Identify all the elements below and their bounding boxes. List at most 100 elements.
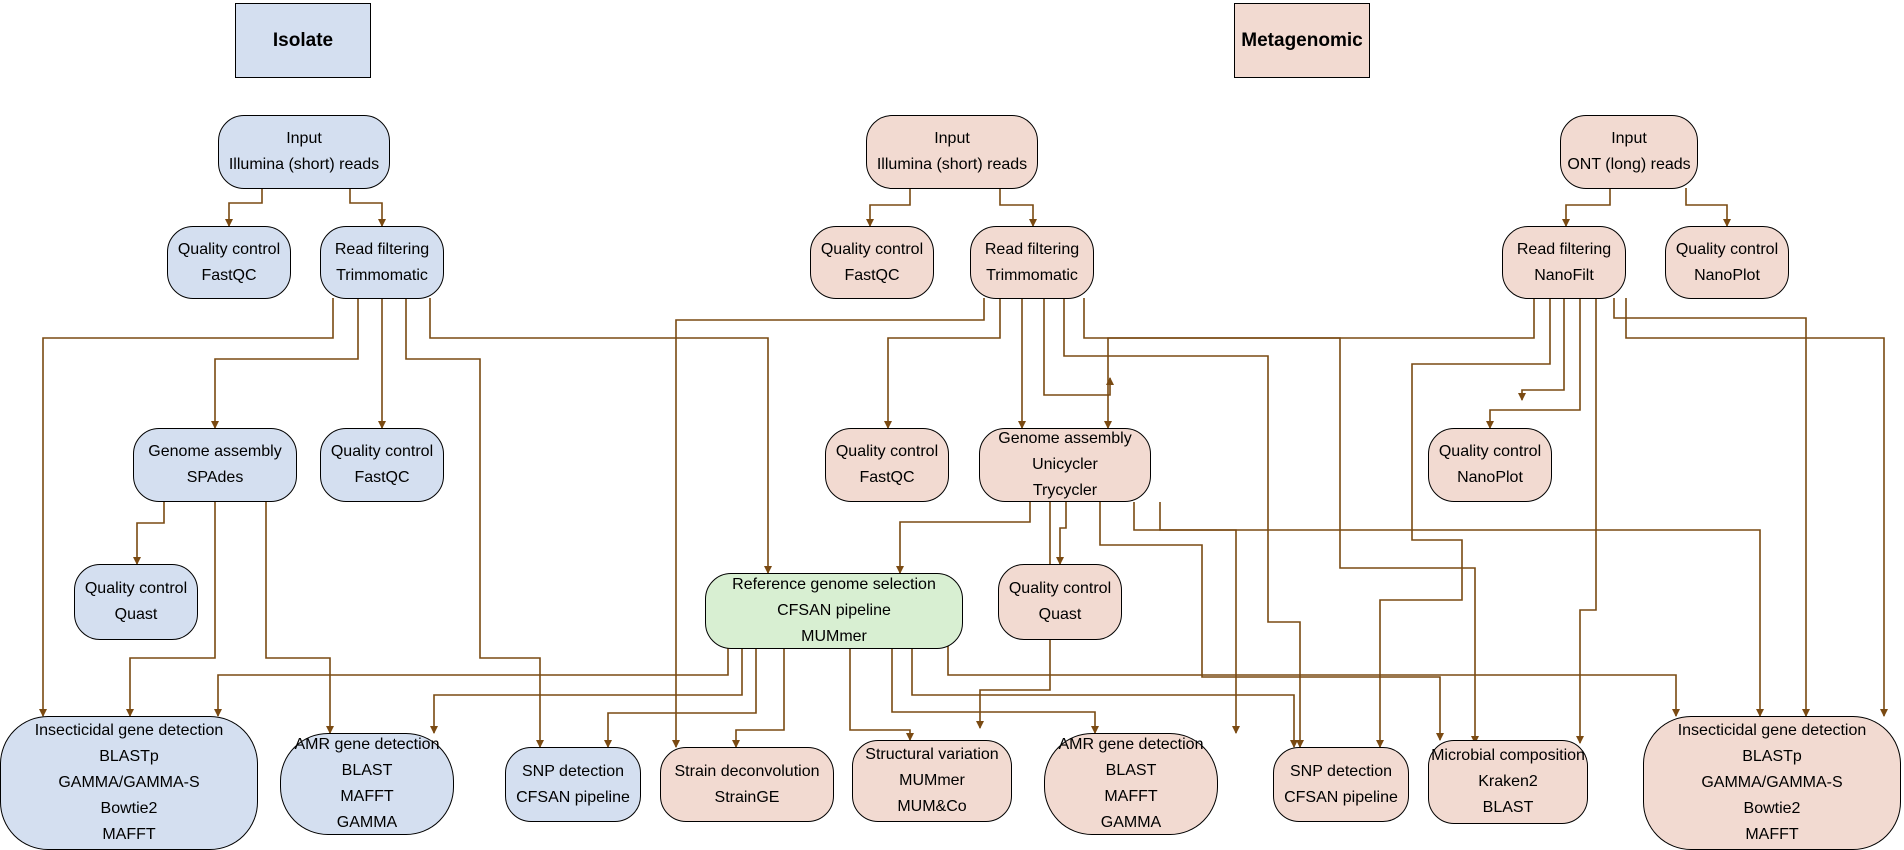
isolate-snp-detection-node: SNP detection CFSAN pipeline [505, 747, 641, 822]
node-line: Structural variation [865, 746, 999, 763]
edge-iso-input-filter [349, 188, 386, 227]
edge-ref-iso-snp [604, 649, 757, 748]
edge-iso-input-qc1 [225, 188, 263, 227]
node-line: NanoFilt [1534, 266, 1594, 284]
edge-ms-input-filter [999, 188, 1037, 227]
metagenomic-quality-control-nanoplot-node: Quality control NanoPlot [1665, 226, 1789, 299]
node-line: Input [1611, 130, 1647, 147]
metagenomic-genome-assembly-node: Genome assembly Unicycler Trycycler [979, 428, 1151, 502]
node-line: MAFFT [1104, 788, 1158, 805]
node-line: Quality control [1008, 580, 1112, 597]
edge-ms-filter-strain [672, 298, 985, 748]
edge-ref-iso-insect [214, 641, 729, 717]
edge-ref-sv [849, 649, 914, 741]
edge-iso-filter-assembly [211, 298, 359, 429]
node-line: Quality control [84, 580, 188, 597]
metagenomic-long-input-node: Input ONT (long) reads [1560, 115, 1698, 189]
node-line: MUM&Co [897, 798, 967, 815]
edge-ref-strain [732, 649, 785, 748]
node-line: Quast [1038, 606, 1082, 623]
node-line: Illumina (short) reads [228, 156, 380, 173]
node-line: Bowtie2 [1743, 800, 1801, 817]
edge-ml-filter-snp [1518, 298, 1565, 401]
isolate-amr-gene-detection-node: AMR gene detection BLAST MAFFT GAMMA [280, 733, 454, 835]
node-line: FastQC [844, 266, 900, 284]
isolate-quality-control-quast-node: Quality control Quast [74, 564, 198, 640]
isolate-insecticidal-gene-detection-node: Insecticidal gene detection BLASTp GAMMA… [0, 716, 258, 850]
node-line: Input [934, 130, 970, 147]
node-line: FastQC [201, 266, 257, 284]
edge-ref-iso-amr [430, 649, 743, 734]
metagenomic-quality-control-fastqc-2-node: Quality control FastQC [825, 428, 949, 502]
metagenomic-structural-variation-node: Structural variation MUMmer MUM&Co [852, 740, 1012, 822]
node-line: ONT (long) reads [1567, 156, 1691, 173]
metagenomic-read-filtering-nanofilt-node: Read filtering NanoFilt [1502, 226, 1626, 299]
edge-ref-amr [891, 649, 1099, 734]
node-line: Insecticidal gene detection [1677, 722, 1867, 739]
node-line: Genome assembly [148, 443, 282, 460]
edge-ma-amr [1133, 502, 1240, 734]
node-line: GAMMA/GAMMA-S [58, 774, 200, 791]
node-line: SNP detection [522, 762, 624, 780]
metagenomic-quality-control-quast-node: Quality control Quast [998, 564, 1122, 640]
metagenomic-header-label: Metagenomic [1241, 29, 1363, 51]
edge-ref-snp [911, 649, 1298, 748]
node-line: Trimmomatic [986, 266, 1078, 284]
isolate-read-filtering-node: Read filtering Trimmomatic [320, 226, 444, 299]
metagenomic-amr-gene-detection-node: AMR gene detection BLAST MAFFT GAMMA [1044, 733, 1218, 835]
metagenomic-header: Metagenomic [1234, 3, 1370, 78]
node-line: BLAST [341, 762, 393, 779]
edge-iso-assembly-quast [133, 502, 165, 565]
node-line: CFSAN pipeline [777, 602, 891, 619]
metagenomic-insecticidal-gene-detection-node: Insecticidal gene detection BLASTp GAMMA… [1643, 716, 1901, 850]
isolate-input-node: Input Illumina (short) reads [218, 115, 390, 189]
node-line: BLASTp [99, 748, 159, 765]
edge-ma-insect [1159, 502, 1764, 717]
metagenomic-short-input-node: Input Illumina (short) reads [866, 115, 1038, 189]
node-line: Trycycler [1032, 482, 1098, 499]
node-line: Strain deconvolution [674, 762, 820, 780]
edge-iso-filter-insect [39, 298, 334, 717]
node-line: Illumina (short) reads [876, 156, 1028, 173]
node-line: SPAdes [186, 469, 244, 486]
reference-genome-selection-node: Reference genome selection CFSAN pipelin… [705, 573, 963, 649]
isolate-header: Isolate [235, 3, 371, 78]
edge-ml-input-filter [1562, 188, 1611, 227]
isolate-genome-assembly-node: Genome assembly SPAdes [133, 428, 297, 502]
node-line: Bowtie2 [100, 800, 158, 817]
metagenomic-read-filtering-trimmomatic-node: Read filtering Trimmomatic [970, 226, 1094, 299]
edge-ml-filter-insect2 [1625, 298, 1888, 717]
edge-iso-assembly-insect [126, 502, 216, 717]
node-line: Kraken2 [1478, 773, 1538, 790]
node-line: Quality control [1675, 240, 1779, 258]
node-line: Read filtering [984, 240, 1080, 258]
edge-iso-filter-ref [429, 298, 772, 574]
edge-ma-micro [1099, 502, 1444, 741]
node-line: FastQC [859, 469, 915, 486]
node-line: Input [286, 130, 322, 147]
node-line: Read filtering [1516, 240, 1612, 258]
node-line: Reference genome selection [732, 576, 936, 593]
node-line: Quality control [835, 443, 939, 460]
node-line: Quality control [820, 240, 924, 258]
node-line: NanoPlot [1694, 266, 1760, 284]
node-line: BLASTp [1742, 748, 1802, 765]
edge-ms-filter-qc2 [884, 298, 1001, 429]
edge-ms-filter-snp [1063, 298, 1304, 748]
node-line: MAFFT [1745, 826, 1799, 843]
node-line: MAFFT [102, 826, 156, 843]
edge-ma-ref [896, 502, 1031, 574]
node-line: Quality control [330, 443, 434, 460]
metagenomic-microbial-composition-node: Microbial composition Kraken2 BLAST [1428, 740, 1588, 824]
isolate-header-label: Isolate [272, 29, 334, 51]
node-line: MUMmer [899, 772, 965, 789]
node-line: GAMMA/GAMMA-S [1701, 774, 1843, 791]
node-line: GAMMA [336, 814, 398, 831]
edge-ms-filter-micro [1083, 298, 1479, 744]
edge-ml-filter-assembly [1104, 298, 1535, 429]
metagenomic-quality-control-nanoplot-2-node: Quality control NanoPlot [1428, 428, 1552, 502]
edge-ml-filter-qc2 [1486, 298, 1581, 429]
node-line: NanoPlot [1457, 469, 1523, 486]
metagenomic-quality-control-fastqc-node: Quality control FastQC [810, 226, 934, 299]
